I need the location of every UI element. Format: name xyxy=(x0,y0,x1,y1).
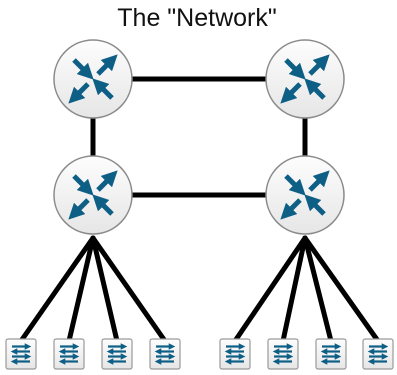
switch-body xyxy=(53,338,85,370)
switch-icon xyxy=(367,343,389,365)
switch-icon xyxy=(58,343,80,365)
switch-3 xyxy=(101,338,133,370)
router-body xyxy=(53,155,133,235)
switch-2 xyxy=(53,338,85,370)
router-mid-right xyxy=(265,155,345,235)
router-body xyxy=(265,39,345,119)
router-top-right xyxy=(265,39,345,119)
switch-icon xyxy=(224,343,246,365)
link-to-switch-4 xyxy=(90,235,168,344)
switch-body xyxy=(5,338,37,370)
routers-layer xyxy=(53,39,345,235)
switch-icon xyxy=(106,343,128,365)
switch-7 xyxy=(315,338,347,370)
router-top-left xyxy=(53,39,133,119)
switch-6 xyxy=(267,338,299,370)
link-to-switch-8 xyxy=(302,235,381,344)
router-body xyxy=(265,155,345,235)
link-to-switch-5 xyxy=(232,235,308,344)
switch-icon xyxy=(10,343,32,365)
switch-body xyxy=(219,338,251,370)
router-icon xyxy=(68,170,118,220)
diagram-title: The "Network" xyxy=(117,4,276,32)
switches-layer xyxy=(5,338,394,370)
switch-icon xyxy=(320,343,342,365)
router-icon xyxy=(280,170,330,220)
switch-body xyxy=(101,338,133,370)
switch-body xyxy=(149,338,181,370)
link-to-switch-2 xyxy=(66,235,96,344)
switch-body xyxy=(362,338,394,370)
router-icon xyxy=(68,54,118,104)
link-to-switch-3 xyxy=(90,235,120,344)
link-to-switch-1 xyxy=(18,235,96,344)
router-mid-left xyxy=(53,155,133,235)
router-body xyxy=(53,39,133,119)
link-to-switch-7 xyxy=(302,235,334,344)
switch-icon xyxy=(154,343,176,365)
switch-4 xyxy=(149,338,181,370)
switch-icon xyxy=(272,343,294,365)
switch-body xyxy=(315,338,347,370)
switch-1 xyxy=(5,338,37,370)
switch-5 xyxy=(219,338,251,370)
switch-body xyxy=(267,338,299,370)
switch-8 xyxy=(362,338,394,370)
link-to-switch-6 xyxy=(280,235,308,344)
router-icon xyxy=(280,54,330,104)
